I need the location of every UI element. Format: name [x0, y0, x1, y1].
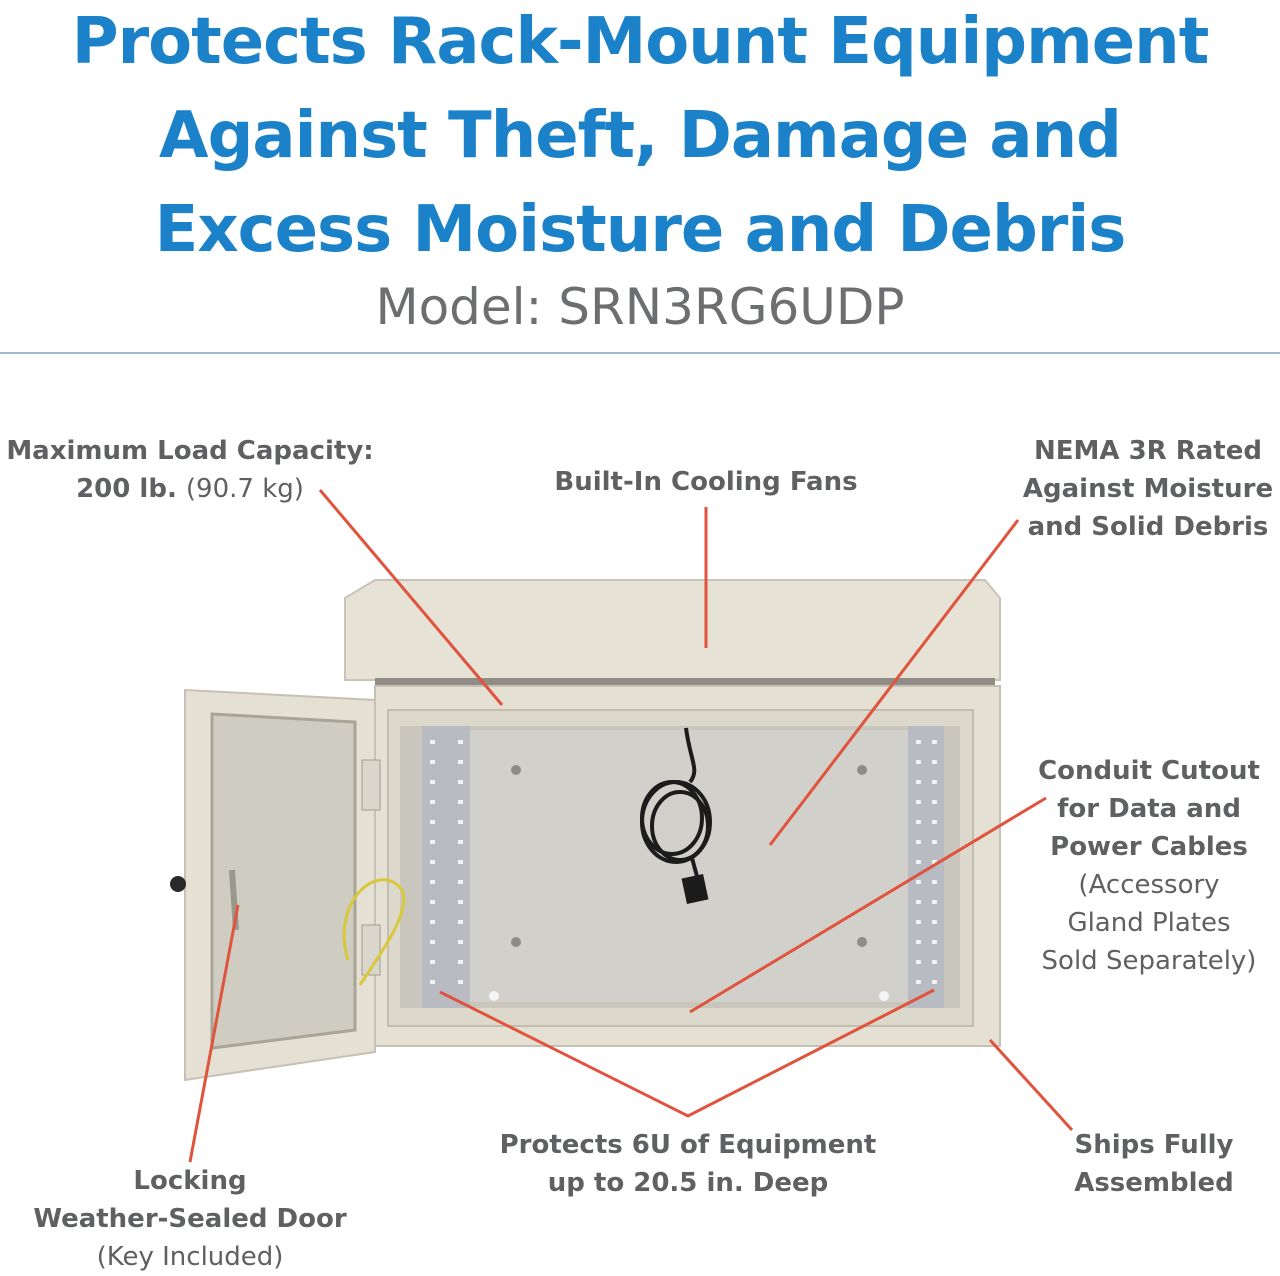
conduit-line-4: (Accessory: [1078, 870, 1220, 900]
headline-line-1: Protects Rack-Mount Equipment: [71, 5, 1210, 79]
load-value-kg: (90.7 kg): [185, 474, 304, 504]
ground-wire: [342, 878, 406, 986]
callout-ships-assembled: Ships Fully Assembled: [1060, 1126, 1248, 1202]
power-plug: [681, 873, 709, 905]
power-cord: [640, 727, 712, 881]
door-inner-panel: [210, 712, 357, 1050]
protects-line-1: Protects 6U of Equipment: [499, 1130, 877, 1160]
callout-locking-door: Locking Weather-Sealed Door (Key Include…: [20, 1162, 360, 1276]
leader-protects: [439, 988, 935, 1118]
headline-line-2: Against Theft, Damage and: [159, 99, 1122, 173]
ships-line-2: Assembled: [1074, 1168, 1234, 1198]
door-line-3: (Key Included): [96, 1242, 284, 1272]
leader-ships: [988, 1038, 1074, 1132]
fans-title: Built-In Cooling Fans: [554, 467, 858, 497]
leader-door: [188, 904, 240, 1163]
conduit-line-5: Gland Plates: [1067, 908, 1231, 938]
panel-bolts: [511, 765, 867, 947]
protects-line-2: up to 20.5 in. Deep: [547, 1168, 829, 1198]
door-lock: [170, 876, 186, 892]
door-line-1: Locking: [133, 1166, 247, 1196]
load-value-row: 200 lb. (90.7 kg): [4, 470, 376, 508]
divider: [0, 352, 1280, 354]
callout-conduit-cutout: Conduit Cutout for Data and Power Cables…: [1034, 752, 1264, 980]
rack-rail-left: [422, 726, 470, 1008]
headline-line-3: Excess Moisture and Debris: [154, 193, 1127, 267]
ships-line-1: Ships Fully: [1074, 1130, 1234, 1160]
nema-line-2: Against Moisture: [1022, 474, 1274, 504]
callout-cooling-fans: Built-In Cooling Fans: [540, 463, 872, 501]
leader-lines: [188, 489, 1074, 1163]
load-title: Maximum Load Capacity:: [6, 436, 374, 466]
callout-nema-rating: NEMA 3R Rated Against Moisture and Solid…: [1020, 432, 1276, 546]
conduit-line-3: Power Cables: [1050, 832, 1248, 862]
conduit-line-1: Conduit Cutout: [1038, 756, 1260, 786]
hood-shadow: [375, 678, 995, 688]
door-hinge-top: [361, 759, 381, 811]
floor-bolts: [489, 991, 889, 1001]
callout-6u-capacity: Protects 6U of Equipment up to 20.5 in. …: [490, 1126, 886, 1202]
conduit-line-6: Sold Separately): [1041, 946, 1257, 976]
conduit-line-2: for Data and: [1057, 794, 1241, 824]
door-line-2: Weather-Sealed Door: [33, 1204, 347, 1234]
rack-rail-right: [908, 726, 944, 1008]
back-panel: [440, 730, 910, 1002]
rail-holes: [430, 740, 937, 984]
nema-line-1: NEMA 3R Rated: [1034, 436, 1262, 466]
leader-conduit: [689, 796, 1047, 1014]
model-number: Model: SRN3RG6UDP: [375, 278, 905, 336]
load-value-lb: 200 lb.: [76, 474, 177, 504]
leader-nema: [768, 519, 1020, 846]
fan-hood: [344, 579, 1001, 681]
leader-load: [318, 489, 504, 706]
callout-load-capacity: Maximum Load Capacity: 200 lb. (90.7 kg): [4, 432, 376, 508]
nema-line-3: and Solid Debris: [1027, 512, 1269, 542]
